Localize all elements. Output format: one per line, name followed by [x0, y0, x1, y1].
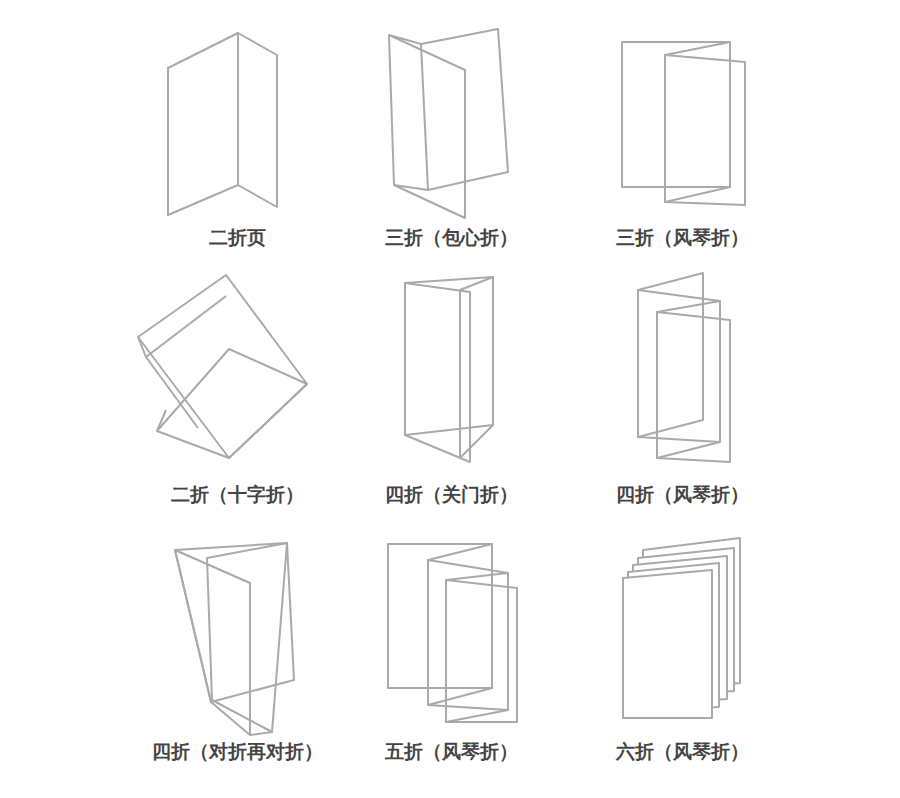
double-parallel-figure: [175, 543, 294, 735]
bifold-figure: [168, 33, 277, 215]
fold-caption: 四折（风琴折）: [616, 483, 749, 506]
accordion-5-figure: [388, 544, 517, 722]
cross-fold-figure: [138, 275, 307, 458]
accordion-3-figure: [622, 42, 745, 205]
fold-caption: 四折（对折再对折）: [152, 740, 323, 763]
accordion-6-figure: [623, 538, 740, 718]
fold-caption: 二折（十字折）: [171, 483, 304, 506]
fold-caption: 四折（关门折）: [385, 483, 518, 506]
fold-caption: 五折（风琴折）: [385, 740, 518, 763]
fold-caption: 三折（包心折）: [385, 226, 518, 249]
fold-caption: 二折页: [209, 226, 266, 249]
letter-fold-figure: [389, 29, 508, 218]
accordion-4-figure: [638, 273, 730, 462]
fold-caption: 三折（风琴折）: [616, 226, 749, 249]
fold-caption: 六折（风琴折）: [616, 740, 749, 763]
gate-fold-figure: [405, 277, 493, 462]
